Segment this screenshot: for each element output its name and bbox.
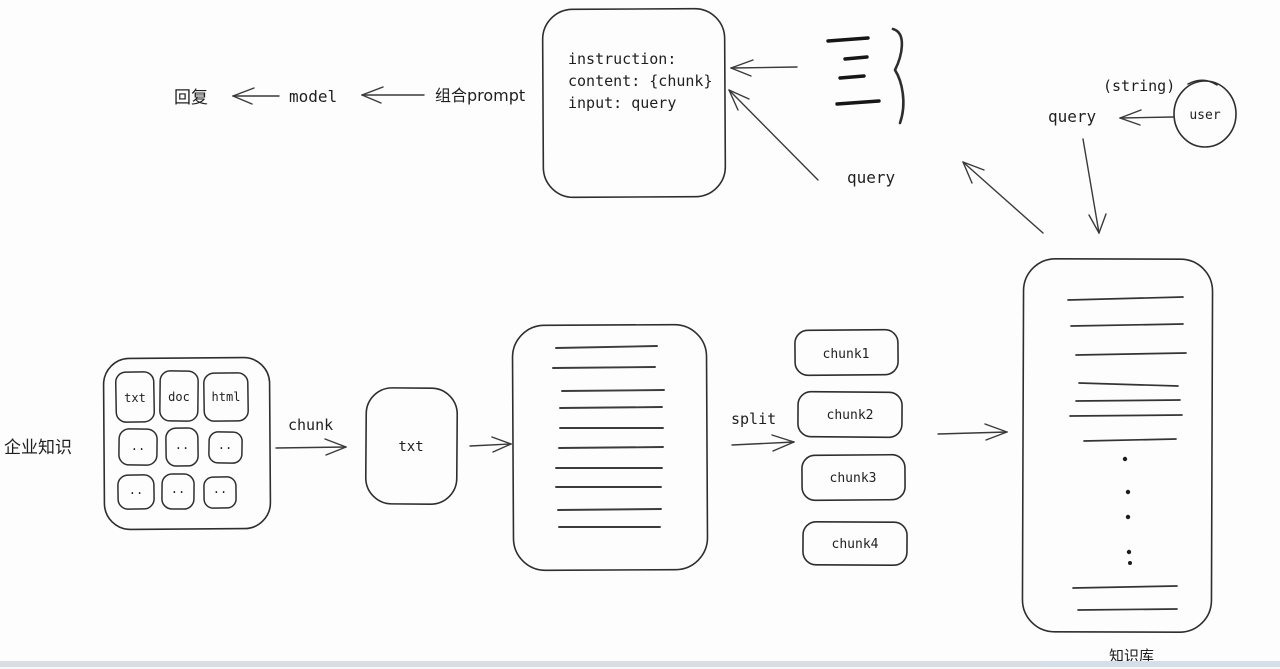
file-dots-label: .. (175, 438, 189, 452)
arrow-query-to-prompt-box (728, 89, 819, 181)
brace-icon (891, 27, 905, 125)
reply-label: 回复 (174, 88, 208, 108)
arrow-txt-to-document (469, 436, 512, 453)
file-txt-label: txt (124, 391, 146, 405)
chunk-arrow-label: chunk (288, 416, 333, 434)
chunk3-node: chunk3 (801, 453, 906, 502)
knowledge-base-node (1021, 257, 1214, 634)
file-doc-label: doc (168, 390, 190, 404)
model-label: model (289, 87, 337, 106)
file-dots-label: .. (129, 483, 143, 497)
arrow-model-to-reply (232, 87, 280, 105)
file-dots-label: .. (171, 482, 185, 496)
arrow-chunks-to-prompt-box (730, 59, 798, 77)
bottom-edge-bar (0, 661, 1280, 669)
string-note-label: (string) (1103, 77, 1175, 95)
prompt-box: instruction: content: {chunk} input: que… (541, 7, 727, 199)
chunk1-node: chunk1 (794, 328, 899, 377)
chunk4-node: chunk4 (802, 520, 908, 567)
split-arrow-label: split (731, 410, 776, 428)
file-html-label: html (212, 390, 241, 404)
knowledge-base-lines (1067, 296, 1187, 611)
arrow-user-to-query (1119, 109, 1174, 126)
chunk2-label: chunk2 (827, 408, 874, 423)
source-files-box: txt doc html .. .. .. .. .. .. (102, 356, 272, 531)
document-node (511, 323, 709, 572)
combine-prompt-label: 组合prompt (435, 86, 525, 105)
arrow-kb-up-to-query-flow (962, 161, 1044, 234)
prompt-line-instruction: instruction: (568, 50, 676, 68)
chunk3-label: chunk3 (830, 471, 877, 486)
txt-node: txt (364, 387, 459, 505)
chunk4-label: chunk4 (832, 537, 879, 552)
file-dots-label: .. (213, 482, 227, 496)
enterprise-knowledge-label: 企业知识 (4, 438, 72, 458)
arrow-split (731, 434, 795, 452)
ellipsis-dots-icon (1122, 456, 1132, 565)
user-label: user (1189, 108, 1220, 123)
arrow-chunks-to-kb (937, 423, 1008, 441)
prompt-line-content: content: {chunk} (568, 72, 713, 90)
query-center-label: query (847, 168, 896, 187)
txt-node-label: txt (398, 439, 423, 455)
user-node: user (1173, 79, 1237, 148)
prompt-line-input: input: query (568, 94, 676, 112)
chunk-lines-brace-sketch (826, 27, 905, 125)
knowledge-base-label: 知识库 (1109, 647, 1154, 665)
arrow-files-to-txt (275, 438, 347, 456)
file-dots-label: .. (218, 438, 232, 452)
query-right-label: query (1048, 107, 1097, 126)
arrow-prompt-to-model (361, 86, 425, 104)
chunk2-node: chunk2 (797, 390, 903, 439)
arrow-query-down-to-kb (1082, 138, 1107, 234)
document-lines (552, 345, 665, 528)
file-dots-label: .. (131, 439, 145, 453)
chunk1-label: chunk1 (823, 347, 870, 362)
